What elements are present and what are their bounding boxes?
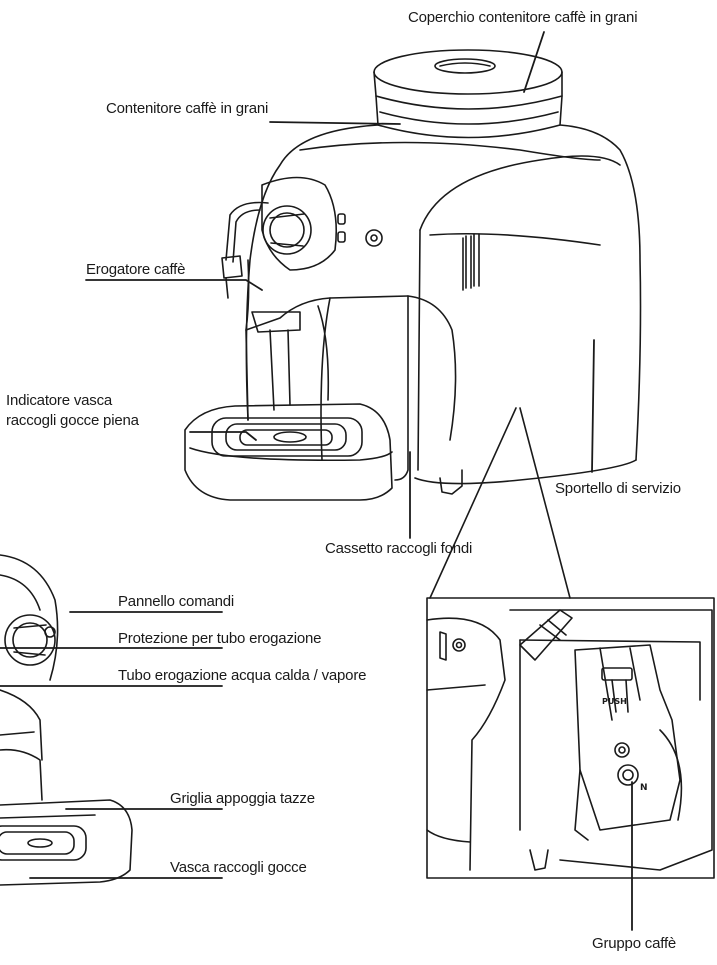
label-service-door: Sportello di servizio <box>555 480 681 497</box>
main-machine-drawing <box>184 49 642 501</box>
label-control-panel: Pannello comandi <box>118 593 235 610</box>
brew-group-detail-drawing <box>426 407 715 879</box>
label-coffee-spout: Erogatore caffè <box>86 261 186 278</box>
label-grounds-drawer: Cassetto raccogli fondi <box>325 540 473 557</box>
n-mark: N <box>640 783 648 793</box>
partial-machine-drawing <box>0 554 133 886</box>
label-bean-container: Contenitore caffè in grani <box>106 100 269 117</box>
label-water-steam-pipe: Tubo erogazione acqua calda / vapore <box>118 667 367 684</box>
label-bean-lid: Coperchio contenitore caffè in grani <box>408 9 638 26</box>
push-mark: PUSH <box>602 697 627 706</box>
label-drip-indicator-2: raccogli gocce piena <box>6 412 139 429</box>
label-pipe-protection: Protezione per tubo erogazione <box>118 630 322 647</box>
leader-lines <box>0 31 633 931</box>
label-drip-indicator-1: Indicatore vasca <box>6 392 113 409</box>
label-cup-grid: Griglia appoggia tazze <box>170 790 315 807</box>
label-brew-group: Gruppo caffè <box>592 935 677 952</box>
label-drip-tray: Vasca raccogli gocce <box>170 859 307 876</box>
